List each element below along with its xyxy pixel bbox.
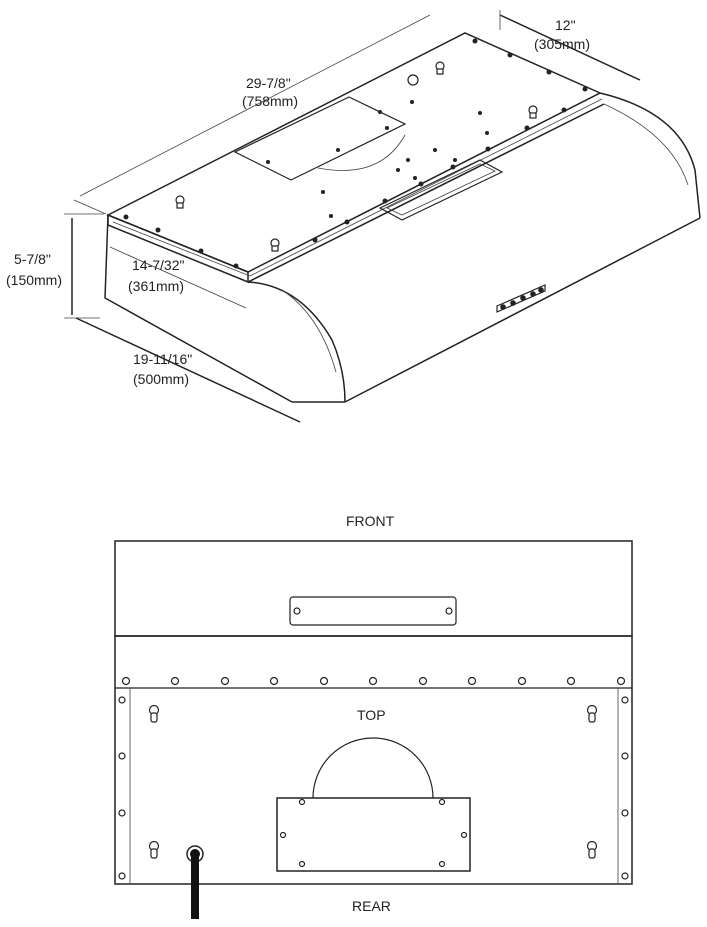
keyhole-icon [528,105,538,119]
height-label: 5-7/8" [14,251,51,267]
keyhole-icon [586,840,598,859]
duct-plate [276,797,471,872]
hood-top-face [106,32,602,273]
width-label-mm: (758mm) [242,93,298,109]
keyhole-icon [148,840,160,859]
duct-opening-arc [312,737,434,799]
duct-opening-arc [317,134,406,171]
front-label: FRONT [346,513,395,529]
front-screw-row [121,676,626,686]
depth-label: 12" [555,17,576,33]
keyhole-icon [175,195,185,209]
top-slot-plate [378,159,504,221]
isometric-view: 29-7/8" (758mm) 12" (305mm) 5-7/8" (150m… [6,10,701,423]
top-duct-panel [233,96,407,181]
dimension-width: 29-7/8" (758mm) [73,14,431,215]
side-screw-holes [118,696,629,880]
front-panel [114,540,633,637]
dimension-depth: 12" (305mm) [499,10,641,81]
hood-curved-end [247,281,346,403]
power-cord-icon [186,845,204,919]
width-label: 29-7/8" [246,75,291,91]
depth-label-mm: (305mm) [534,36,590,52]
hood-front-top-edge [247,103,605,283]
hood-right-curved-end [599,92,701,219]
control-buttons [496,284,546,313]
keyhole-icon [270,238,280,252]
bottom-depth-label-mm: (500mm) [133,371,189,387]
front-slot-plate [289,596,457,626]
hood-front-bottom-edge [344,217,701,403]
rear-label: REAR [352,898,391,914]
height-label-mm: (150mm) [6,272,62,288]
keyhole-icon [586,704,598,723]
dimension-height: 5-7/8" (150mm) [6,213,104,319]
keyhole-icon [435,61,445,75]
side-depth-label-mm: (361mm) [128,278,184,294]
dimension-bottom-depth: 19-11/16" (500mm) [75,317,301,423]
keyhole-icon [148,704,160,723]
side-depth-label: 14-7/32" [132,257,184,273]
dimension-side-depth: 14-7/32" (361mm) [109,246,247,309]
bottom-depth-label: 19-11/16" [133,351,192,367]
top-panel [114,635,633,885]
top-label: TOP [357,707,386,723]
plan-view: FRONT TOP [114,513,633,919]
flange-screws [123,38,588,269]
power-hole-icon [407,74,419,86]
hood-left-side [104,214,293,403]
